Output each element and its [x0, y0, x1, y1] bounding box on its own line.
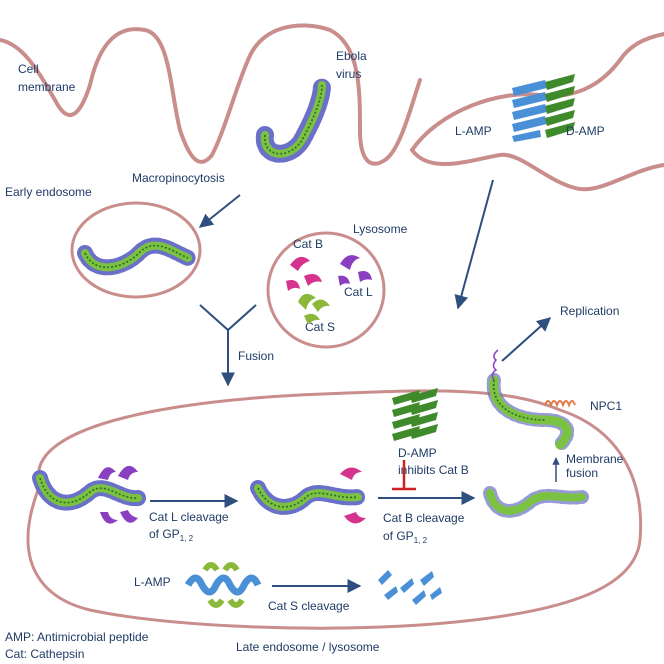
lysosome-label: Lysosome: [353, 222, 408, 236]
ebola-virus-early-endosome: [77, 237, 196, 276]
late-endosome: [26, 389, 643, 630]
replication-arrow: [501, 317, 552, 362]
ebola-virus-surface: [255, 76, 331, 163]
cat-l-bound: [98, 465, 138, 524]
cat-l-gp-text: of GP: [149, 527, 180, 541]
macropinocytosis-arrow: [198, 194, 241, 228]
macropinocytosis-label: Macropinocytosis: [132, 171, 225, 185]
cat-l-gp-subscript: 1, 2: [180, 534, 194, 543]
cell-membrane-label-2: membrane: [18, 80, 76, 94]
ebola-label-1: Ebola: [336, 49, 367, 63]
cell-membrane: [0, 23, 422, 166]
cat-b-enzymes: [286, 256, 322, 291]
ebola-label-2: virus: [336, 67, 361, 81]
fusion-arrow: [199, 304, 257, 385]
l-amp-helix-top: [512, 80, 547, 142]
cat-b-label: Cat B: [293, 237, 323, 251]
l-amp-top-label: L-AMP: [455, 124, 492, 138]
fusion-label: Fusion: [238, 349, 274, 363]
cat-s-enzymes: [298, 293, 330, 324]
npc1-label: NPC1: [590, 399, 622, 413]
npc1-receptor: [544, 400, 576, 408]
cat-b-gp-text: of GP: [383, 529, 414, 543]
membrane-fusion-label-2: fusion: [566, 466, 598, 480]
ebola-virus-fusing: [486, 373, 575, 452]
cell-membrane-right-dip: [410, 148, 664, 192]
d-amp-helix-top: [545, 74, 575, 138]
amp-entry-arrow: [454, 179, 494, 310]
l-amp-fragments: [378, 570, 442, 605]
cat-b-cleavage-label-1: Cat B cleavage: [383, 511, 465, 525]
cat-s-label: Cat S: [305, 320, 335, 334]
ebola-virus-late-1: [32, 470, 146, 511]
ebola-virus-late-3: [483, 486, 589, 518]
l-amp-bottom-label: L-AMP: [134, 575, 171, 589]
d-amp-helix-inhibitor: [392, 388, 438, 441]
early-endosome-label: Early endosome: [5, 185, 92, 199]
early-endosome: [70, 201, 202, 299]
viral-rna: [491, 349, 499, 381]
inhibition-mark: [392, 460, 416, 491]
cat-l-label: Cat L: [344, 285, 373, 299]
d-amp-top-label: D-AMP: [566, 124, 605, 138]
d-amp-inhibits-label-2: inhibits Cat B: [398, 463, 469, 477]
cat-l-cleavage-label-2: of GP1, 2: [149, 527, 194, 543]
membrane-fusion-label-1: Membrane: [566, 452, 624, 466]
cell-membrane-label-1: Cell: [18, 62, 39, 76]
d-amp-inhibits-label-1: D-AMP: [398, 446, 437, 460]
ebola-virus-late-2: [250, 480, 366, 515]
late-endosome-label: Late endosome / lysosome: [236, 640, 380, 654]
legend-cat: Cat: Cathepsin: [5, 647, 84, 661]
cat-b-gp-subscript: 1, 2: [414, 536, 428, 545]
l-amp-helix-bottom: [184, 562, 262, 608]
legend-amp: AMP: Antimicrobial peptide: [5, 630, 149, 644]
cat-b-cleavage-label-2: of GP1, 2: [383, 529, 428, 545]
cat-s-cleavage-label: Cat S cleavage: [268, 599, 350, 613]
cat-b-bound: [340, 467, 366, 524]
cat-l-enzymes: [338, 255, 372, 286]
cat-l-cleavage-label-1: Cat L cleavage: [149, 510, 229, 524]
replication-label: Replication: [560, 304, 619, 318]
lysosome: [266, 231, 386, 349]
